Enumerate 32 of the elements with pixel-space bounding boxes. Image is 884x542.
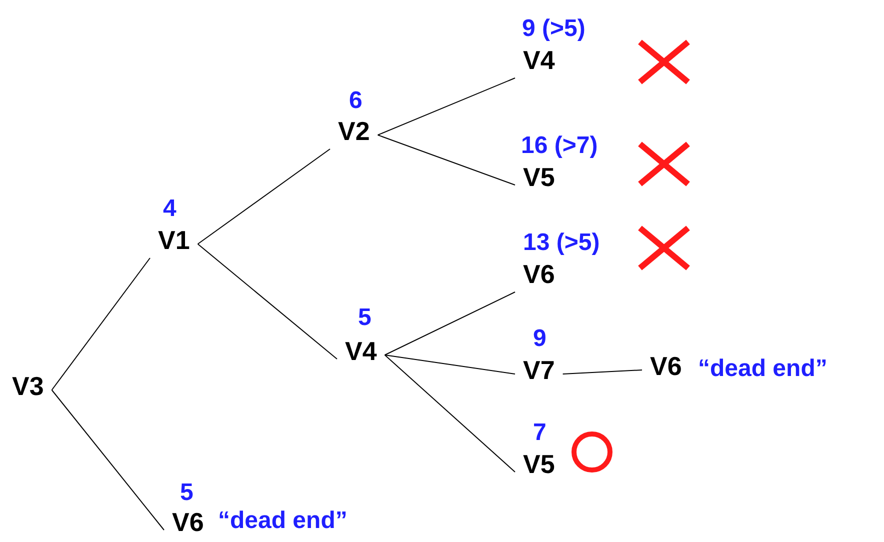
tree-edge: [384, 354, 516, 374]
vertex-label: V4: [523, 46, 555, 74]
vertex-label: V5: [523, 450, 555, 478]
vertex-annotation: 16 (>7): [521, 133, 598, 159]
vertex-annotation: 7: [533, 420, 546, 446]
vertex-annotation: “dead end”: [698, 356, 828, 382]
tree-edge: [197, 244, 338, 360]
vertex-annotation: 6: [349, 88, 362, 114]
tree-edge: [51, 390, 164, 530]
tree-edge: [197, 148, 330, 244]
vertex-label: V5: [523, 163, 555, 191]
vertex-annotation: 9 (>5): [522, 16, 586, 42]
tree-edge: [384, 292, 516, 356]
tree-edge: [377, 78, 516, 136]
vertex-label: V7: [523, 356, 555, 384]
vertex-label: V6: [523, 260, 555, 288]
vertex-annotation: 5: [358, 305, 372, 331]
tree-edge: [562, 370, 642, 374]
tree-edge: [384, 354, 516, 472]
vertex-label: V6: [172, 508, 204, 536]
vertex-label: V2: [338, 117, 370, 145]
tree-edge: [51, 258, 150, 390]
tree-edge: [377, 134, 516, 186]
vertex-label: V1: [158, 226, 190, 254]
vertex-label: V4: [345, 337, 377, 365]
vertex-label: V6: [650, 352, 682, 380]
vertex-annotation: 13 (>5): [523, 230, 600, 256]
vertex-label: V3: [12, 372, 44, 400]
vertex-annotation: 9: [533, 326, 546, 352]
vertex-annotation: 4: [163, 196, 176, 222]
vertex-annotation: “dead end”: [218, 508, 348, 534]
vertex-annotation: 5: [180, 480, 194, 506]
